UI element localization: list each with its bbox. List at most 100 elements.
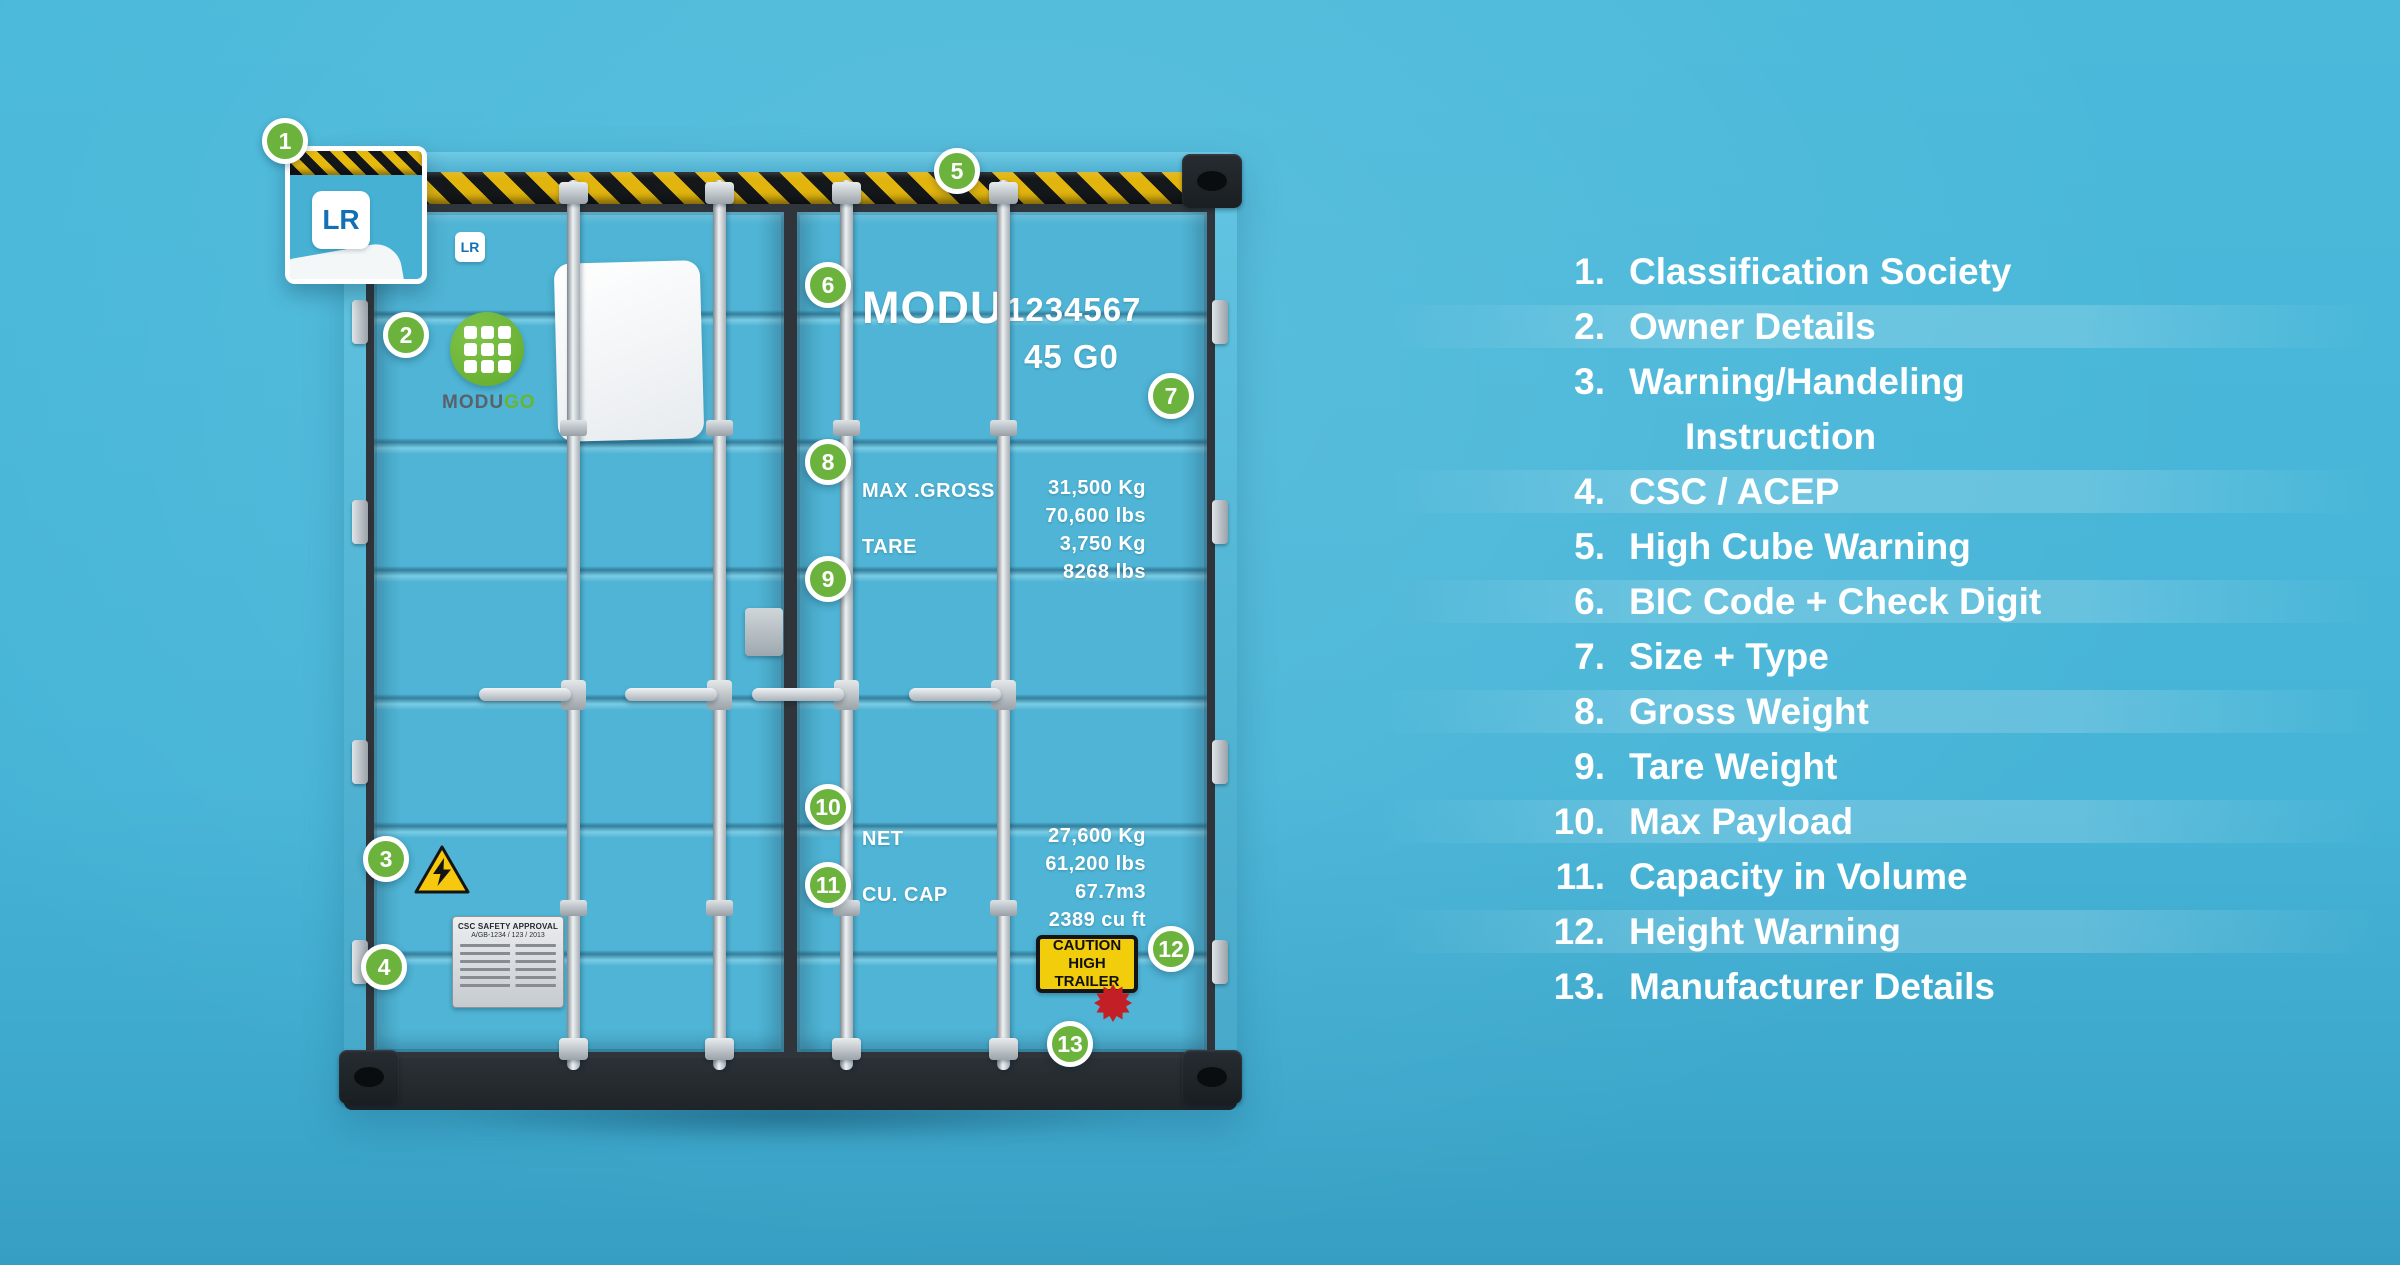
callout-3: 3 bbox=[363, 836, 409, 882]
legend-item-8: 8. Gross Weight bbox=[1380, 684, 2380, 739]
legend-item-11: 11. Capacity in Volume bbox=[1440, 849, 2240, 904]
classification-detail-inset: LR bbox=[285, 146, 427, 284]
callout-13: 13 bbox=[1047, 1021, 1093, 1067]
hazard-stripe-icon bbox=[290, 151, 422, 175]
legend-item-number: 4. bbox=[1574, 470, 1605, 512]
door-hinge bbox=[1212, 300, 1228, 344]
owner-logo-grid-icon bbox=[463, 325, 511, 373]
legend-item-10: 10. Max Payload bbox=[1380, 794, 2380, 849]
callout-number: 1 bbox=[278, 127, 292, 154]
legend-item-7: 7. Size + Type bbox=[1440, 629, 2240, 684]
callout-number: 11 bbox=[815, 871, 841, 898]
callout-1: 1 bbox=[262, 118, 308, 164]
rod-handle bbox=[625, 688, 717, 701]
callout-9: 9 bbox=[805, 556, 851, 602]
legend-item-number: 10. bbox=[1553, 800, 1605, 842]
legend-item-number: 1. bbox=[1574, 250, 1605, 292]
owner-logo-wordmark: MODUGO bbox=[442, 392, 535, 414]
owner-logo: MODUGO bbox=[442, 312, 535, 414]
legend-item-label: Height Warning bbox=[1629, 910, 1901, 952]
callout-7: 7 bbox=[1148, 373, 1194, 419]
legend-item-label: High Cube Warning bbox=[1629, 525, 1971, 567]
max-gross-kg: 31,500 Kg bbox=[1048, 477, 1146, 499]
net-label: NET bbox=[862, 828, 904, 850]
cu-cap-m3: 67.7m3 bbox=[1075, 881, 1146, 903]
net-lbs: 61,200 lbs bbox=[1045, 853, 1146, 875]
legend-item-label: Size + Type bbox=[1629, 635, 1829, 677]
callout-6: 6 bbox=[805, 262, 851, 308]
rod-guide-bracket bbox=[990, 420, 1017, 436]
size-type-code: 45 G0 bbox=[1024, 338, 1119, 375]
rod-bottom-cam bbox=[559, 1038, 588, 1060]
container-right-post bbox=[1215, 204, 1237, 1058]
legend-item-label: Classification Society bbox=[1629, 250, 2012, 292]
callout-4: 4 bbox=[361, 944, 407, 990]
rod-guide-bracket bbox=[990, 900, 1017, 916]
callout-2: 2 bbox=[383, 312, 429, 358]
container-left-post bbox=[344, 204, 366, 1058]
bic-code: MODU bbox=[862, 282, 1004, 333]
legend-item-6: 6. BIC Code + Check Digit bbox=[1380, 574, 2380, 629]
tare-label: TARE bbox=[862, 536, 917, 558]
caution-line-1: CAUTION bbox=[1052, 937, 1122, 954]
csc-plate-number: A/GB-1234 / 123 / 2013 bbox=[471, 932, 545, 939]
callout-number: 8 bbox=[821, 448, 835, 475]
max-gross-label: MAX .GROSS bbox=[862, 480, 995, 502]
rod-top-cam bbox=[705, 182, 734, 204]
door-hinge bbox=[1212, 740, 1228, 784]
legend-item-label: Capacity in Volume bbox=[1629, 855, 1968, 897]
rod-guide-bracket bbox=[560, 900, 587, 916]
legend-item-label: Warning/Handeling Instruction bbox=[1629, 354, 1965, 464]
corner-casting-bottom-right bbox=[1182, 1050, 1242, 1104]
center-latch-plate bbox=[745, 608, 783, 656]
caution-line-2: HIGH TRAILER bbox=[1054, 955, 1120, 990]
csc-plate-title: CSC SAFETY APPROVAL bbox=[457, 922, 559, 931]
csc-plate-fineprint bbox=[453, 944, 563, 987]
electrical-warning-icon bbox=[414, 845, 470, 900]
legend-item-5: 5. High Cube Warning bbox=[1440, 519, 2240, 574]
owner-logo-text-1: MODU bbox=[442, 392, 505, 413]
legend-item-number: 13. bbox=[1553, 965, 1605, 1007]
corner-casting-bottom-left bbox=[339, 1050, 399, 1104]
door-lock-rod bbox=[752, 180, 861, 1070]
rod-bottom-cam bbox=[705, 1038, 734, 1060]
legend-item-12: 12. Height Warning bbox=[1380, 904, 2380, 959]
callout-number: 13 bbox=[1057, 1030, 1083, 1057]
legend-item-label: Max Payload bbox=[1629, 800, 1854, 842]
legend-item-2: 2. Owner Details bbox=[1380, 299, 2380, 354]
rod-guide-bracket bbox=[833, 420, 860, 436]
callout-number: 6 bbox=[821, 271, 835, 298]
rod-top-cam bbox=[989, 182, 1018, 204]
classification-logo-text: LR bbox=[322, 204, 360, 235]
rod-top-cam bbox=[559, 182, 588, 204]
legend-item-4: 4. CSC / ACEP bbox=[1380, 464, 2380, 519]
legend-item-number: 8. bbox=[1574, 690, 1605, 732]
high-cube-hazard-stripe bbox=[366, 172, 1215, 204]
callout-number: 2 bbox=[399, 321, 413, 348]
classification-logo: LR bbox=[312, 191, 370, 249]
classification-society-badge: LR bbox=[455, 232, 485, 262]
callout-number: 10 bbox=[815, 793, 841, 820]
rod-bottom-cam bbox=[989, 1038, 1018, 1060]
legend-item-13: 13. Manufacturer Details bbox=[1440, 959, 2240, 1014]
callout-5: 5 bbox=[934, 148, 980, 194]
door-lock-rod bbox=[479, 180, 588, 1070]
door-hinge bbox=[352, 500, 368, 544]
cu-cap-cuft: 2389 cu ft bbox=[1048, 909, 1146, 931]
legend-item-number: 9. bbox=[1574, 745, 1605, 787]
rod-guide-bracket bbox=[706, 420, 733, 436]
door-hinge bbox=[1212, 500, 1228, 544]
rod-bottom-cam bbox=[832, 1038, 861, 1060]
callout-number: 5 bbox=[950, 157, 964, 184]
legend-item-label-line-2: Instruction bbox=[1685, 416, 1877, 457]
rod-handle bbox=[909, 688, 1001, 701]
door-lock-rod bbox=[909, 180, 1018, 1070]
corner-hole bbox=[1197, 1067, 1227, 1087]
legend-item-label: CSC / ACEP bbox=[1629, 470, 1840, 512]
door-hinge bbox=[1212, 940, 1228, 984]
legend-item-1: 1. Classification Society bbox=[1440, 244, 2240, 299]
callout-number: 12 bbox=[1158, 935, 1184, 962]
callout-11: 11 bbox=[805, 862, 851, 908]
rod-guide-bracket bbox=[560, 420, 587, 436]
legend-item-number: 6. bbox=[1574, 580, 1605, 622]
